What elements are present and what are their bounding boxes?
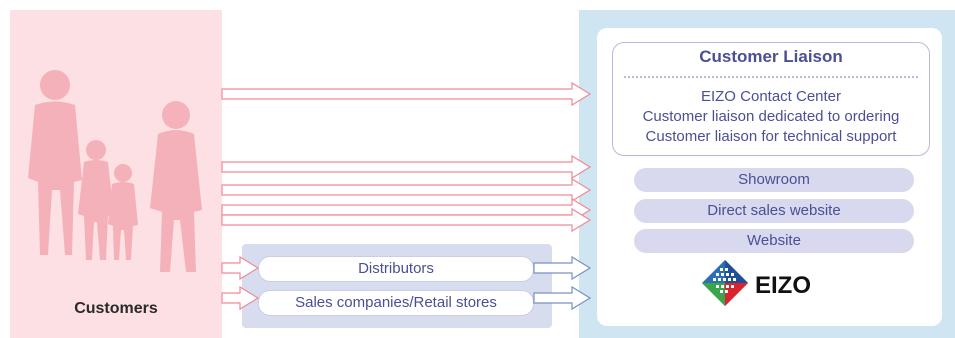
liaison-line-ordering: Customer liaison dedicated to ordering bbox=[642, 108, 900, 125]
customer-arrow bbox=[221, 255, 260, 281]
dotted-divider bbox=[624, 76, 918, 78]
eizo-mark-icon bbox=[702, 260, 748, 306]
liaison-line-contact-center: EIZO Contact Center bbox=[700, 88, 842, 105]
customer-arrow bbox=[221, 154, 592, 180]
customer-liaison-box bbox=[612, 42, 930, 156]
customer-arrow bbox=[221, 81, 592, 107]
intermediary-arrow bbox=[533, 285, 592, 311]
customer-liaison-title: Customer Liaison bbox=[699, 47, 843, 66]
intermediary-arrows bbox=[533, 255, 592, 311]
liaison-line-technical-support: Customer liaison for technical support bbox=[645, 128, 897, 145]
eizo-logo: EIZO bbox=[700, 258, 848, 308]
customer-arrow bbox=[221, 177, 592, 203]
customer-arrow bbox=[221, 285, 260, 311]
customers-panel bbox=[10, 10, 222, 338]
direct-sales-website-pill: Direct sales website bbox=[634, 199, 914, 223]
intermediary-arrow bbox=[533, 255, 592, 281]
family-silhouette-icon bbox=[28, 70, 202, 272]
customer-arrow bbox=[221, 207, 592, 233]
distributors-pill: Distributors bbox=[258, 256, 534, 282]
website-pill: Website bbox=[634, 229, 914, 253]
eizo-wordmark: EIZO bbox=[755, 272, 811, 299]
customers-label: Customers bbox=[74, 300, 158, 317]
showroom-pill: Showroom bbox=[634, 168, 914, 192]
customer-arrows bbox=[221, 81, 592, 311]
sales-companies-pill: Sales companies/Retail stores bbox=[258, 290, 534, 316]
